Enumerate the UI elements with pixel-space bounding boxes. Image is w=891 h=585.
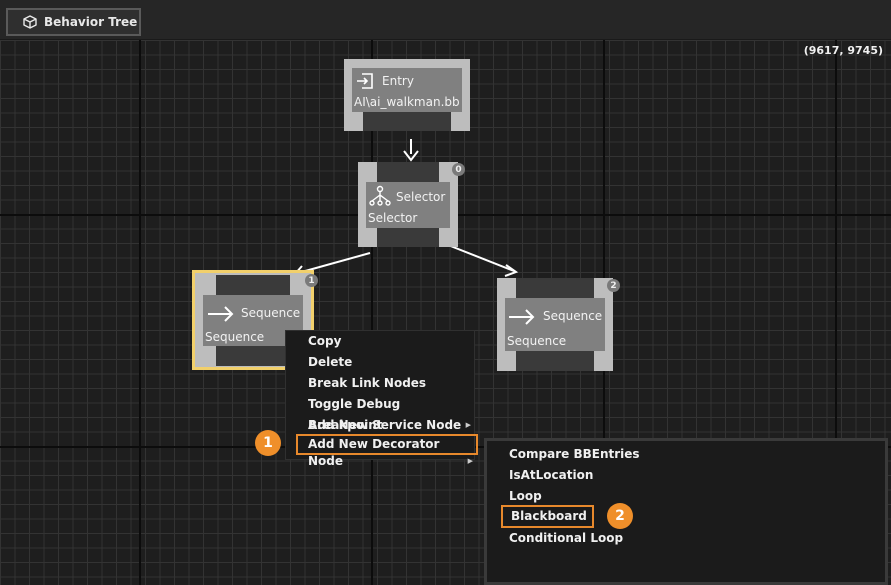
node-index-badge: 1 (305, 274, 318, 287)
sequence-right-title: Sequence (543, 309, 603, 323)
node-index-badge: 0 (452, 163, 465, 176)
entry-blackboard-path: AI\ai_walkman.bb (354, 95, 460, 109)
selector-title: Selector (396, 190, 446, 204)
menu-item-add-new-service-node[interactable]: Add New Service Node ▶ (286, 415, 474, 436)
step-marker-1: 1 (255, 430, 281, 456)
sequence-left-subtitle: Sequence (205, 330, 265, 344)
node-index-badge: 2 (607, 279, 620, 292)
entry-title: Entry (382, 74, 414, 88)
entry-node[interactable]: Entry AI\ai_walkman.bb (344, 59, 470, 131)
selector-icon (369, 185, 391, 206)
submenu-item-compare-bbentries[interactable]: Compare BBEntries (509, 447, 640, 461)
tab-behavior-tree[interactable]: Behavior Tree (6, 8, 141, 36)
menu-item-copy[interactable]: Copy (308, 334, 342, 348)
entry-icon (357, 73, 373, 89)
selector-sequence-left-link (297, 252, 371, 274)
decorator-submenu: Compare BBEntries IsAtLocation Loop Blac… (484, 438, 888, 585)
submenu-arrow-icon: ▶ (467, 457, 473, 465)
toolbar: Behavior Tree (0, 0, 891, 40)
submenu-item-loop[interactable]: Loop (509, 489, 542, 503)
behavior-tree-canvas[interactable]: (9617, 9745) Entry AI\ai_walkman.bb S (0, 40, 891, 585)
tab-label: Behavior Tree (44, 15, 138, 29)
sequence-left-title: Sequence (241, 306, 301, 320)
cursor-coordinates: (9617, 9745) (803, 44, 883, 57)
step-marker-2: 2 (607, 503, 633, 529)
menu-item-break-link-nodes[interactable]: Break Link Nodes (308, 376, 427, 390)
submenu-arrow-icon: ▶ (465, 421, 471, 429)
menu-item-label: Add New Decorator Node (308, 437, 440, 468)
sequence-right-subtitle: Sequence (507, 334, 567, 348)
menu-item-toggle-debug-breakpoint[interactable]: Toggle Debug Breakpoint (308, 397, 401, 432)
menu-item-add-new-decorator-node[interactable]: Add New Decorator Node ▶ (296, 434, 478, 468)
menu-item-delete[interactable]: Delete (308, 355, 353, 369)
selector-sequence-right-link (447, 244, 515, 272)
arrow-right-icon (208, 306, 234, 322)
cube-icon (23, 15, 37, 29)
menu-item-label: Add New Service Node (308, 418, 462, 432)
sequence-node-right[interactable]: Sequence Sequence 2 (497, 278, 620, 371)
selector-node[interactable]: Selector Selector 0 (358, 162, 465, 247)
selector-subtitle: Selector (368, 211, 418, 225)
context-menu: Copy Delete Break Link Nodes Toggle Debu… (285, 330, 478, 468)
arrow-right-icon (509, 309, 535, 325)
submenu-item-isatlocation[interactable]: IsAtLocation (509, 468, 594, 482)
submenu-item-conditional-loop[interactable]: Conditional Loop (509, 531, 624, 545)
submenu-item-blackboard[interactable]: Blackboard (501, 505, 594, 528)
